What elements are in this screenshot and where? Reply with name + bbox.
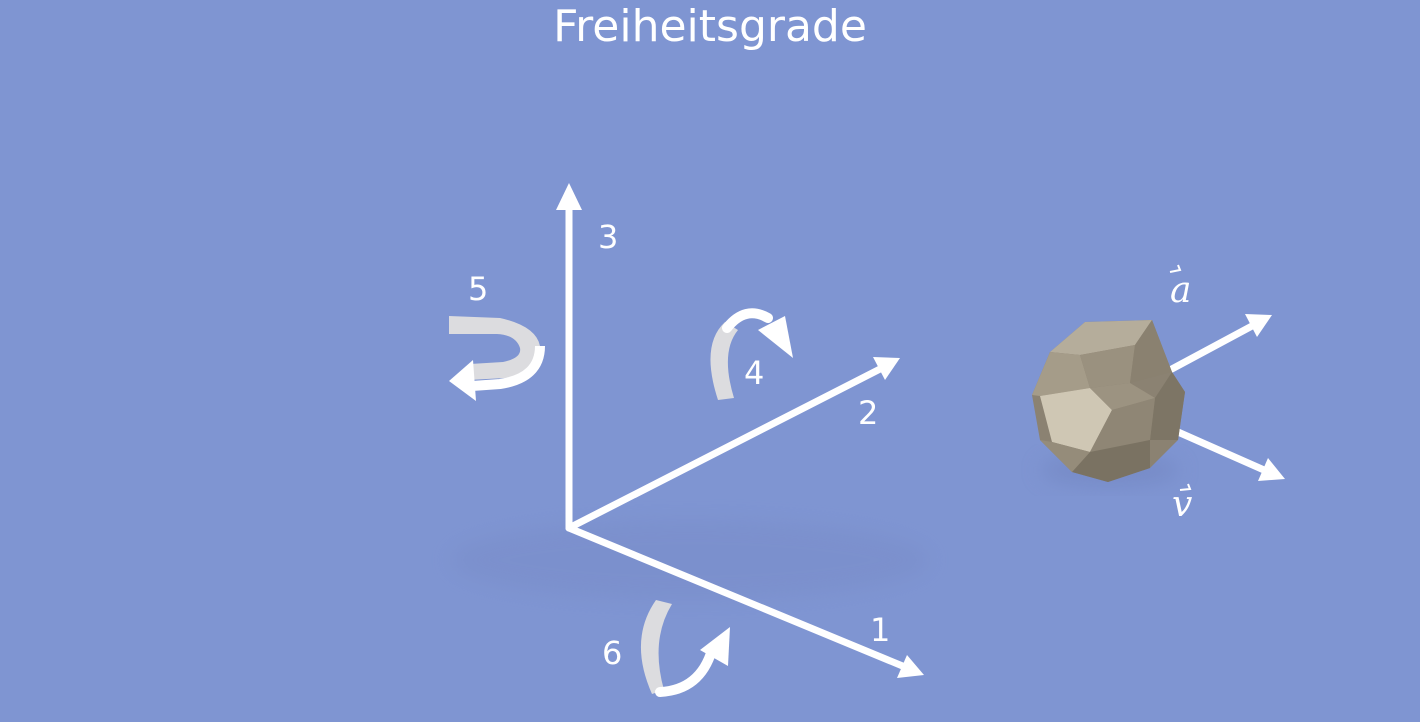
- rotation-6-label: 6: [602, 634, 622, 672]
- svg-text:v: v: [1172, 484, 1192, 525]
- rotation-5-arrow: [449, 316, 545, 401]
- acceleration-label: a: [1169, 264, 1191, 311]
- axis-1-label: 1: [870, 611, 890, 649]
- velocity-vector-arrow: [1174, 428, 1285, 481]
- axes-shadow: [450, 520, 930, 600]
- stone-icon: [1032, 320, 1185, 486]
- axis-3-label: 3: [598, 218, 618, 256]
- vector-arrow-accent-v: [1179, 483, 1192, 491]
- axis-2-label: 2: [858, 394, 878, 432]
- axis-3-arrow: [556, 183, 582, 532]
- page-title: Freiheitsgrade: [553, 1, 867, 52]
- acceleration-vector-arrow: [1166, 314, 1272, 374]
- rotation-6-arrow: [640, 600, 730, 697]
- rotation-5-label: 5: [468, 270, 488, 308]
- vector-arrow-accent-a: [1169, 264, 1182, 273]
- axis-1-arrow: [565, 524, 924, 678]
- svg-text:a: a: [1170, 270, 1191, 311]
- rotation-4-label: 4: [744, 354, 764, 392]
- rotation-4-arrow: [710, 308, 793, 400]
- axis-2-arrow: [565, 357, 900, 532]
- velocity-label: v: [1172, 483, 1192, 525]
